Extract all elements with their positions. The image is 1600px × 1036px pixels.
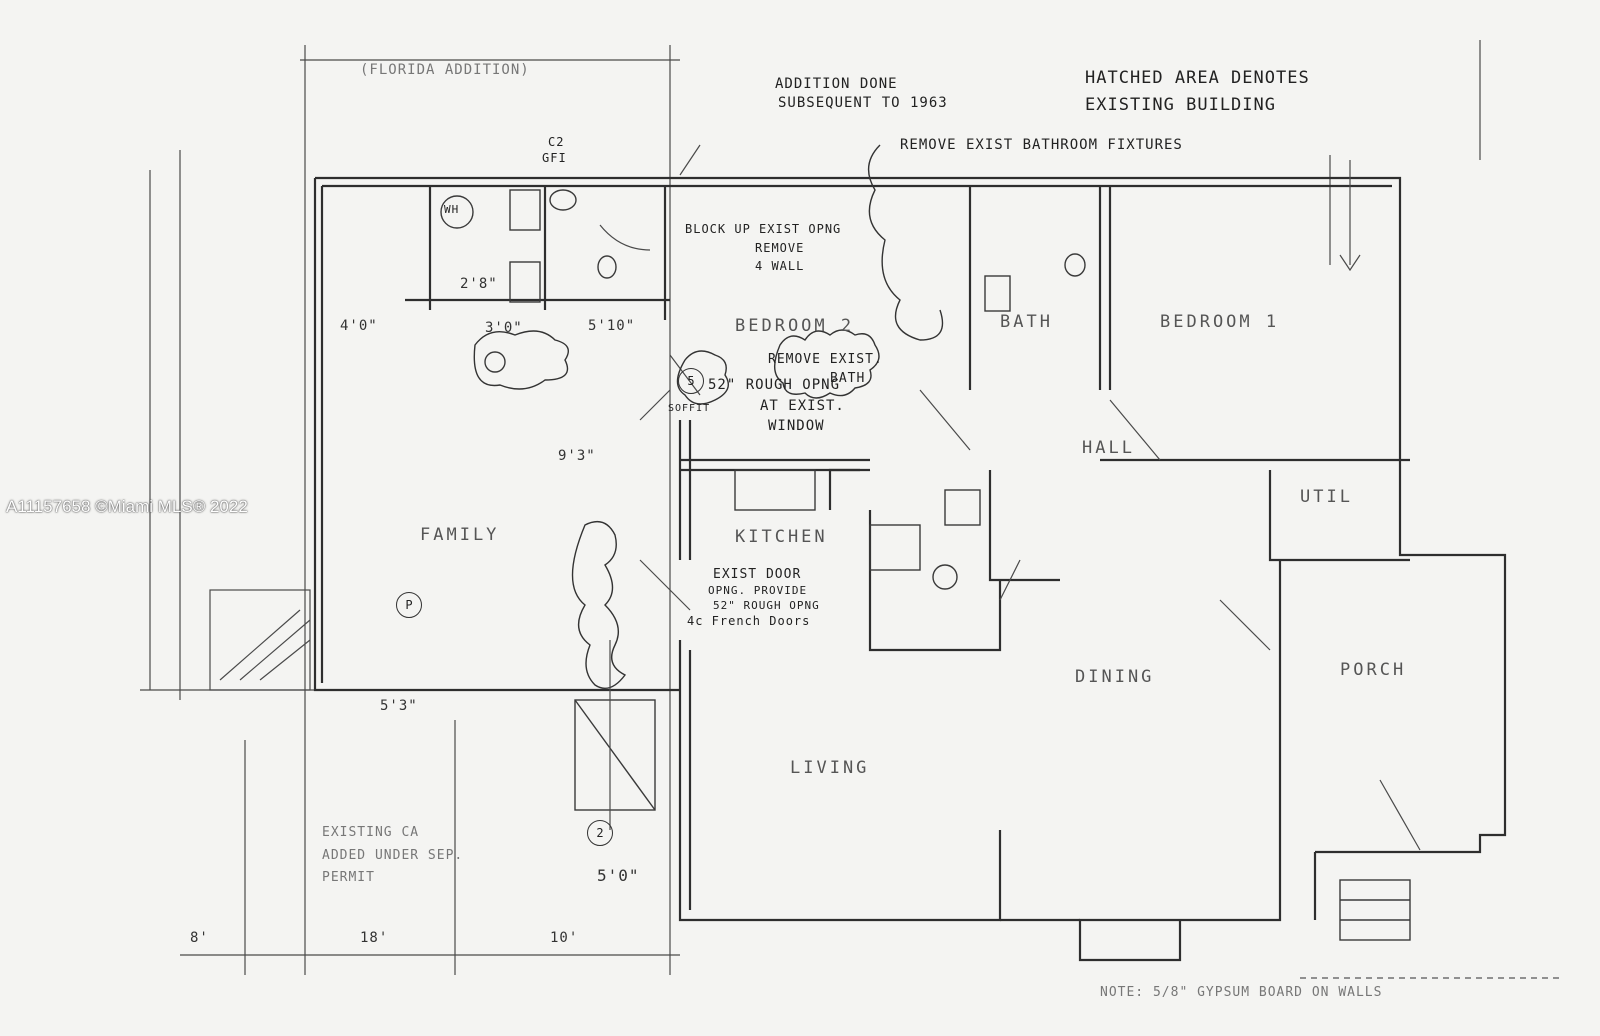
- rough-opening-note-line3: WINDOW: [768, 418, 825, 434]
- header-right-note-line1: HATCHED AREA DENOTES: [1085, 68, 1310, 88]
- door-swings: [599, 224, 1421, 851]
- header-right-note-line2: EXISTING BUILDING: [1085, 95, 1276, 115]
- rough-opening-note-line2: AT EXIST.: [760, 398, 845, 414]
- header-center-note-line1: ADDITION DONE: [775, 76, 898, 92]
- block-up-note-line1: BLOCK UP EXIST OPNG: [685, 222, 842, 236]
- room-label-bedroom-2: BEDROOM 2: [735, 316, 855, 336]
- dimension-5-0: 5'0": [597, 866, 640, 885]
- dimension-10: 10': [550, 930, 579, 946]
- room-label-hall: HALL: [1082, 438, 1135, 458]
- dimension-2-8: 2'8": [460, 276, 498, 292]
- header-left-note: (FLORIDA ADDITION): [360, 62, 530, 78]
- room-label-kitchen: KITCHEN: [735, 527, 828, 547]
- room-label-utility: UTIL: [1300, 487, 1353, 507]
- dimension-5-3: 5'3": [380, 698, 418, 714]
- dimension-9-3: 9'3": [558, 448, 596, 464]
- existing-note-line3: PERMIT: [322, 870, 375, 885]
- remove-fixtures-note: REMOVE EXIST BATHROOM FIXTURES: [900, 137, 1183, 153]
- existing-note-line2: ADDED UNDER SEP.: [322, 848, 464, 863]
- mls-watermark: A11157658 ©Miami MLS® 2022: [6, 497, 248, 516]
- dimension-3-0: 3'0": [485, 320, 523, 336]
- block-up-note-line3: 4 WALL: [755, 259, 805, 273]
- tag-p: P: [396, 592, 422, 618]
- header-center-note-line2: SUBSEQUENT TO 1963: [778, 95, 948, 111]
- room-label-porch: PORCH: [1340, 660, 1407, 680]
- room-label-family: FAMILY: [420, 525, 500, 545]
- entry-steps: [574, 699, 1411, 941]
- bottom-note: NOTE: 5/8" GYPSUM BOARD ON WALLS: [1100, 985, 1383, 1000]
- dimension-4-0: 4'0": [340, 318, 378, 334]
- room-label-bedroom-1: BEDROOM 1: [1160, 312, 1280, 332]
- revision-clouds: [473, 144, 944, 689]
- existing-note-line1: EXISTING CA: [322, 825, 420, 840]
- exist-door-note-line1: EXIST DOOR: [713, 567, 802, 582]
- room-label-dining: DINING: [1075, 667, 1155, 687]
- exist-door-note-line3: 52" ROUGH OPNG: [713, 599, 820, 612]
- tag-2: 2: [587, 820, 613, 846]
- walls: [209, 176, 1507, 962]
- tag-5: 5: [678, 368, 704, 394]
- remove-bath-note-line2: BATH: [830, 371, 866, 386]
- gfi-note-line1: C2: [548, 135, 565, 149]
- french-doors-note: 4c French Doors: [687, 614, 811, 628]
- dimension-8: 8': [190, 930, 209, 946]
- exist-door-note-line2: OPNG. PROVIDE: [708, 584, 808, 597]
- room-label-living: LIVING: [790, 758, 870, 778]
- hatched-addition: [209, 589, 311, 691]
- rough-opening-note-line1: 52" ROUGH OPNG: [708, 377, 841, 393]
- room-label-bath: BATH: [1000, 312, 1053, 332]
- dimension-18: 18': [360, 930, 389, 946]
- dimension-lines: [140, 40, 1560, 979]
- soffit-note: SOFFIT: [668, 403, 711, 414]
- remove-bath-note-line1: REMOVE EXIST.: [768, 352, 883, 367]
- water-heater-label: WH: [444, 203, 460, 216]
- gfi-note-line2: GFI: [542, 151, 567, 165]
- block-up-note-line2: REMOVE: [755, 241, 805, 255]
- dimension-5-10: 5'10": [588, 318, 636, 334]
- leader-arrows: [609, 144, 1361, 830]
